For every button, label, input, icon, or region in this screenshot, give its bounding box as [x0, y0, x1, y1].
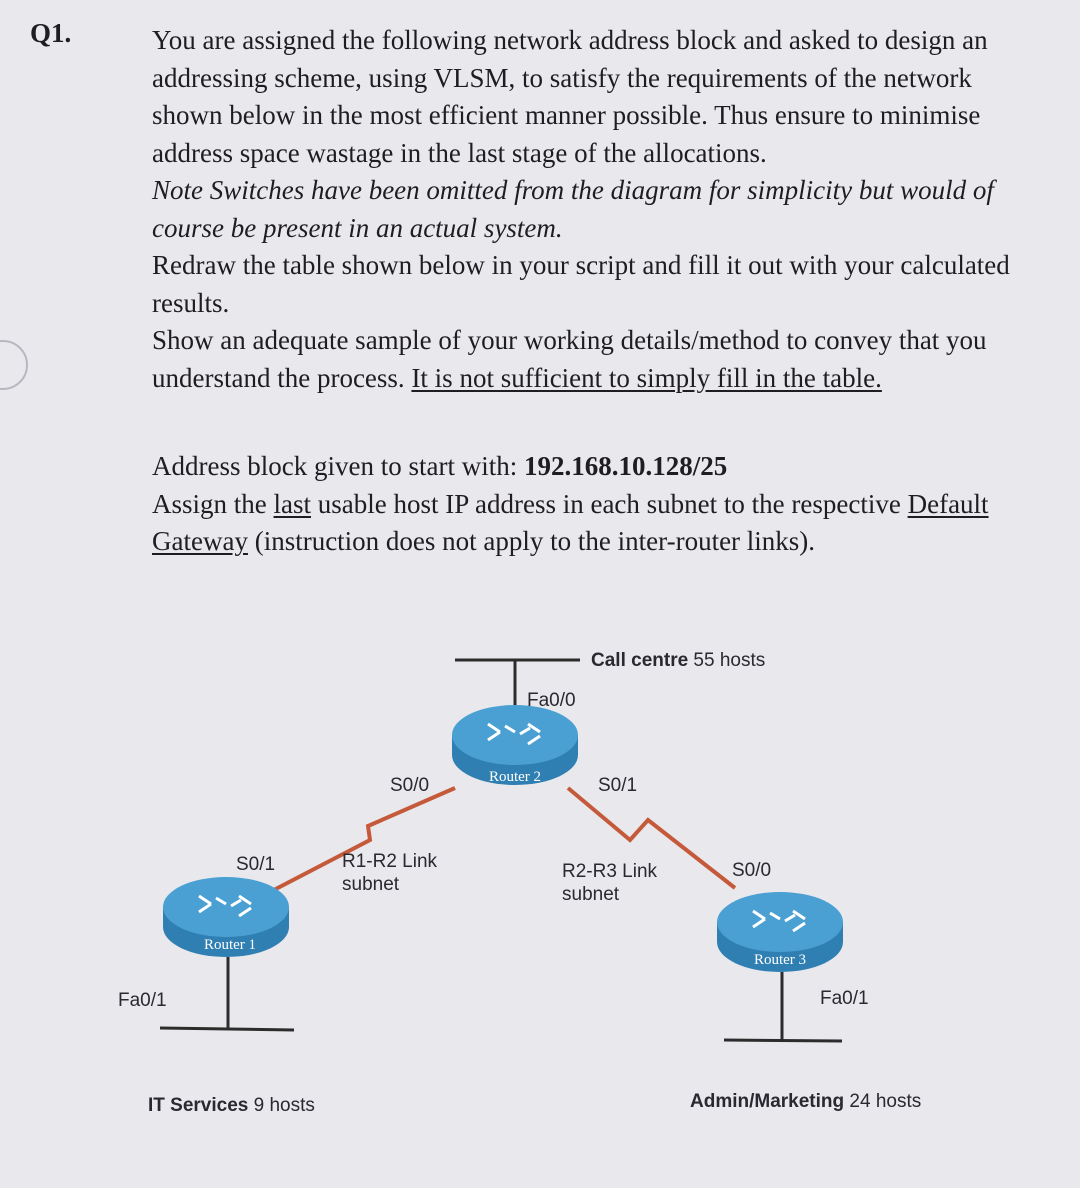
router-3-label: Router 3: [754, 952, 806, 968]
question-show-working: Show an adequate sample of your working …: [152, 322, 1032, 397]
admin-marketing-hosts: 24 hosts: [844, 1091, 921, 1112]
show-working-underlined: It is not sufficient to simply fill in t…: [411, 362, 882, 393]
r1-s01-label: S0/1: [236, 854, 275, 875]
margin-hole-mark: [0, 340, 28, 390]
network-diagram: Router 2 Router 1 Router 3 Fa0/0 S0/0 S0…: [118, 650, 921, 1116]
router-2-icon: [487, 722, 541, 746]
router-1: Router 1: [163, 877, 289, 957]
router-2: Router 2: [452, 705, 578, 785]
question-number: Q1.: [30, 18, 72, 48]
r1-r2-link-label-2: subnet: [342, 874, 400, 895]
gateway-text-3: (instruction does not apply to the inter…: [247, 526, 816, 556]
router-1-label: Router 1: [204, 937, 256, 953]
question-redraw: Redraw the table shown below in your scr…: [152, 250, 1010, 318]
r1-r2-serial-link: [269, 786, 456, 894]
gateway-text-1: Assign the: [152, 488, 274, 519]
router-3-icon: [752, 909, 806, 933]
show-working-text: Show an adequate sample of your working …: [152, 325, 987, 393]
it-services-hosts: 9 hosts: [248, 1095, 315, 1116]
r2-fa00-label: Fa0/0: [527, 690, 576, 711]
r3-s00-label: S0/0: [732, 860, 771, 881]
address-block-line: Address block given to start with: 192.1…: [152, 448, 1032, 486]
r1-r2-link-label-1: R1-R2 Link: [342, 851, 438, 872]
given-block: Address block given to start with: 192.1…: [152, 448, 1032, 561]
call-centre-name: Call centre: [591, 650, 688, 671]
r1-fa01-label: Fa0/1: [118, 990, 167, 1011]
r2-s00-label: S0/0: [390, 775, 429, 796]
gateway-instruction: Assign the last usable host IP address i…: [152, 486, 1032, 561]
it-services-lan-label: IT Services 9 hosts: [148, 1095, 315, 1116]
gateway-text-2: usable host IP address in each subnet to…: [311, 488, 908, 519]
it-services-name: IT Services: [148, 1095, 248, 1116]
admin-lan-bus: [723, 1038, 843, 1043]
router-3: Router 3: [717, 892, 843, 972]
address-block-value: 192.168.10.128/25: [523, 451, 728, 481]
it-lan-bus: [159, 1026, 295, 1032]
question-body: You are assigned the following network a…: [152, 22, 1032, 397]
r2-s01-label: S0/1: [598, 775, 637, 796]
admin-marketing-lan-label: Admin/Marketing 24 hosts: [690, 1091, 921, 1112]
router-1-icon: [198, 894, 252, 918]
r3-fa01-label: Fa0/1: [820, 988, 869, 1009]
address-block-label: Address block given to start with:: [152, 451, 524, 481]
question-note: Note Switches have been omitted from the…: [152, 175, 994, 243]
gateway-text-default-gateway: Default Gateway: [152, 488, 989, 557]
call-centre-hosts: 55 hosts: [688, 650, 765, 671]
router-2-label: Router 2: [489, 769, 541, 785]
r2-r3-link-label-1: R2-R3 Link: [562, 861, 658, 882]
gateway-text-last: last: [273, 488, 312, 519]
admin-marketing-name: Admin/Marketing: [690, 1091, 844, 1112]
r2-r3-serial-link: [566, 786, 737, 890]
question-intro: You are assigned the following network a…: [152, 25, 988, 168]
call-centre-lan-label: Call centre 55 hosts: [591, 650, 765, 671]
r2-r3-link-label-2: subnet: [562, 884, 620, 905]
